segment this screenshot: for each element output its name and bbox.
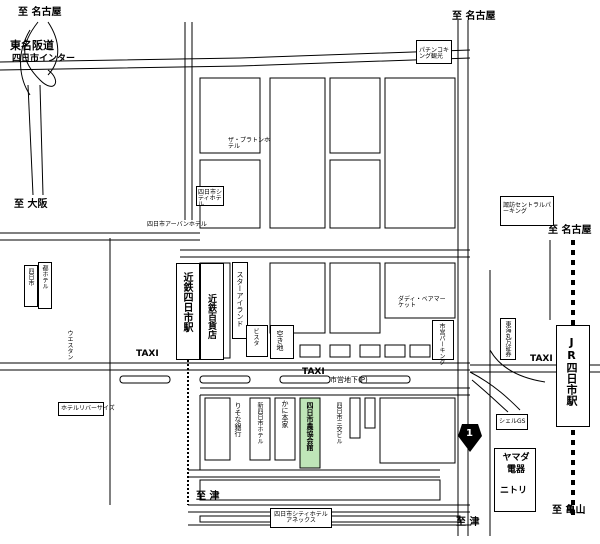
route-number: 1: [466, 428, 473, 439]
sanei-label: 四日市三交ビル: [335, 402, 342, 444]
vista-box: ビスタ: [246, 325, 268, 357]
route-1-shield: [458, 424, 482, 452]
shiti-hotel-label: 四日市シティホテル: [198, 189, 223, 208]
highway-road: [0, 49, 471, 71]
taxi-left-label: TAXI: [136, 349, 159, 359]
shiti-annex-box: 四日市シティホテルアネックス: [270, 508, 332, 528]
jr-station-label: JR四日市駅: [565, 336, 578, 406]
direction-nagoya-right: 至 名古屋: [548, 225, 592, 236]
taxi-center-label: TAXI: [302, 367, 325, 377]
kintetsu-station-label: 近鉄四日市駅: [181, 272, 192, 332]
taxi-right-label: TAXI: [530, 354, 553, 364]
shell-gs-box: シェルGS: [496, 414, 528, 430]
direction-osaka: 至 大阪: [14, 199, 48, 210]
kintetsu-dept-label: 近鉄百貨店: [206, 294, 216, 339]
yokkaichi-box: 四日市: [24, 265, 38, 307]
nokyo-highlight: [299, 397, 321, 469]
nitori-label: ニトリ: [500, 486, 528, 496]
daddy-bear-label: ダディ・ベアマーケット: [398, 296, 446, 309]
pachinko-label: パチンコキング観光: [419, 47, 450, 60]
underground-parking-label: 市営地下(P): [330, 376, 368, 384]
miyako-hotel-label: 都ホテル: [41, 265, 48, 289]
yokkaichi-label: 四日市: [27, 268, 34, 286]
star-island-box: スターアイランド: [232, 262, 248, 339]
tokai-marudai-label: 東海丸万証券: [504, 321, 511, 357]
direction-tsu-bottom: 至 津: [456, 517, 480, 528]
direction-nagoya-top-left: 至 名古屋: [18, 7, 62, 18]
suwa-parking-box: 諏訪セントラルパーキング: [500, 196, 554, 226]
jr-station-box: JR四日市駅: [556, 325, 590, 427]
kintetsu-dept-box: 近鉄百貨店: [200, 263, 224, 360]
miyako-hotel-box: 都ホテル: [38, 262, 52, 309]
akichi-label: 空き地: [276, 330, 284, 351]
highway-interchange-label: 四日市インター: [12, 54, 76, 64]
nokyo-kaikan-label: 四日市農協会館: [306, 402, 314, 451]
star-island-label: スターアイランド: [236, 271, 244, 327]
suwa-parking-label: 諏訪セントラルパーキング: [503, 202, 552, 215]
rakuten-ginko-label: りそな銀行: [234, 402, 242, 437]
hotel-riversides-label: ホテルリバーサイズ: [61, 405, 115, 412]
kaninohonke-label: かに本家: [281, 400, 289, 428]
yamada-nitori-box: ヤマダ電器 ニトリ: [494, 448, 536, 512]
direction-nagoya-top-right: 至 名古屋: [452, 11, 496, 22]
the-plaston-label: ザ・プラトンホテル: [228, 137, 271, 150]
shiti-hotel-box: 四日市シティホテル: [196, 186, 224, 208]
shin-yokkaichi-label: 新四日市ホテル: [256, 402, 263, 444]
yamada-label: ヤマダ電器: [502, 453, 530, 475]
urban-hotel-label: 四日市アーバンホテル: [147, 221, 207, 228]
direction-kameyama: 至 亀山: [552, 505, 586, 516]
highway-name: 東名阪道: [10, 39, 54, 52]
vista-label: ビスタ: [252, 328, 259, 346]
akichi-box: 空き地: [270, 325, 294, 359]
kintetsu-station-box: 近鉄四日市駅: [176, 263, 200, 360]
hotel-riversides-box: ホテルリバーサイズ: [58, 402, 115, 416]
tokai-marudai-box: 東海丸万証券: [500, 318, 516, 360]
shiti-annex-label: 四日市シティホテルアネックス: [274, 511, 328, 524]
pachinko-box: パチンコキング観光: [416, 40, 452, 64]
highway-interchange: [20, 21, 59, 96]
shell-gs-label: シェルGS: [499, 418, 526, 425]
city-parking-label: 市営パーキング: [438, 323, 445, 365]
western-hotel-label: ウエスタン: [66, 330, 73, 360]
city-parking-box: 市営パーキング: [432, 320, 454, 365]
direction-tsu-center: 至 津: [196, 491, 220, 502]
